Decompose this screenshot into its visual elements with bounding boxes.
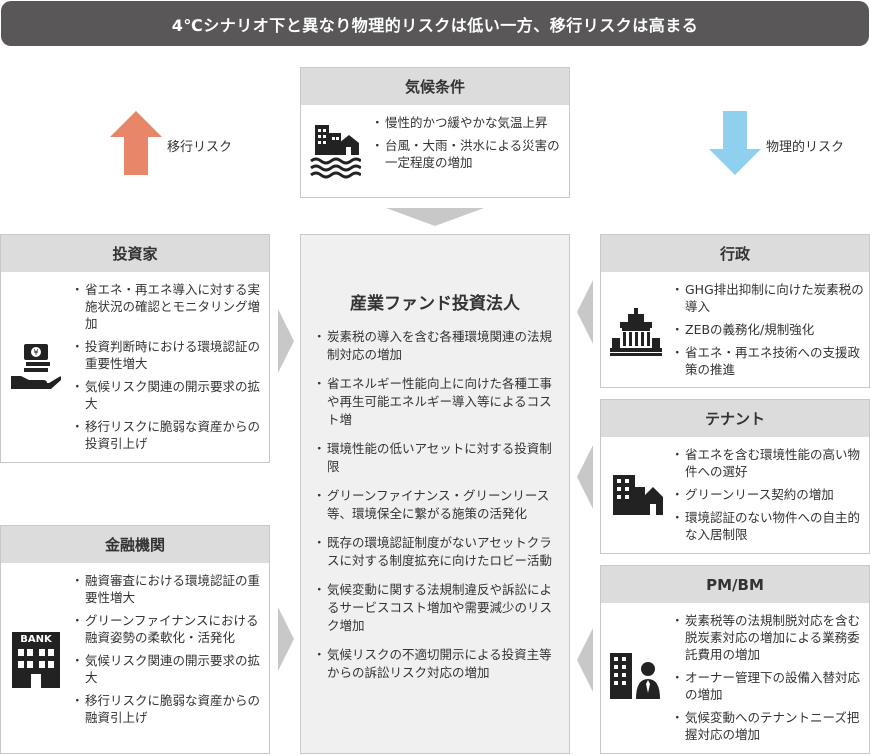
list-item: 省エネ・再エネ導入に対する実施状況の確認とモニタリング増加 [71, 281, 265, 332]
list-item: 環境認証のない物件への自主的な入居制限 [671, 509, 865, 543]
list-item: 省エネ・再エネ技術への支援政策の推進 [671, 344, 865, 378]
money-hand-icon: ¥ [11, 344, 61, 389]
climate-conditions-box: 気候条件 慢性的かつ緩やかな気温上昇 台風・大雨・洪水による災害の一定程度の増加 [300, 67, 570, 198]
pm-bm-box: PM/BM 炭素税等の法規制脱対応を含む脱炭素対応の増加による業務委託費用の増加… [600, 565, 870, 754]
center-entity-list: 炭素税の導入を含む各種環境関連の法規制対応の増加 省エネルギー性能向上に向けた各… [313, 328, 561, 693]
investors-list: 省エネ・再エネ導入に対する実施状況の確認とモニタリング増加 投資判断時における環… [71, 281, 265, 458]
list-item: 炭素税の導入を含む各種環境関連の法規制対応の増加 [313, 328, 561, 364]
right-triangle-connector [278, 607, 294, 671]
list-item: 投資判断時における環境認証の重要性増大 [71, 338, 265, 372]
flooded-building-icon [310, 125, 361, 179]
list-item: 気候変動に関する法規制違反や訴訟によるサービスコスト増加や需要減少のリスク増加 [313, 581, 561, 635]
page-title-banner: 4℃シナリオ下と異なり物理的リスクは低い一方、移行リスクは高まる [1, 1, 869, 46]
center-entity-title: 産業ファンド投資法人 [350, 294, 520, 314]
list-item: 炭素税等の法規制脱対応を含む脱炭素対応の増加による業務委託費用の増加 [671, 612, 865, 663]
list-item: ZEBの義務化/規制強化 [671, 321, 865, 338]
list-item: 移行リスクに脆弱な資産からの融資引上げ [71, 692, 265, 726]
pm-bm-list: 炭素税等の法規制脱対応を含む脱炭素対応の増加による業務委託費用の増加 オーナー管… [671, 612, 865, 749]
list-item: 移行リスクに脆弱な資産からの投資引上げ [71, 418, 265, 452]
list-item: 省エネを含む環境性能の高い物件への選好 [671, 446, 865, 480]
list-item: 慢性的かつ緩やかな気温上昇 [371, 114, 561, 131]
list-item: 省エネルギー性能向上に向けた各種工事や再生可能エネルギー導入等によるコスト増 [313, 375, 561, 429]
list-item: 既存の環境認証制度がないアセットクラスに対する制度拡充に向けたロビー活動 [313, 534, 561, 570]
tenant-box: テナント 省エネを含む環境性能の高い物件への選好 グリーンリース契約の増加 環境… [600, 399, 870, 554]
list-item: 気候リスク関連の開示要求の拡大 [71, 652, 265, 686]
transition-risk-label: 移行リスク [167, 140, 233, 155]
building-manager-icon [610, 653, 660, 699]
list-item: グリーンリース契約の増加 [671, 486, 865, 503]
list-item: 環境性能の低いアセットに対する投資制限 [313, 440, 561, 476]
government-list: GHG排出抑制に向けた炭素税の導入 ZEBの義務化/規制強化 省エネ・再エネ技術… [671, 281, 865, 384]
list-item: 気候リスク関連の開示要求の拡大 [71, 378, 265, 412]
list-item: グリーンファイナンス・グリーンリース等、環境保全に繋がる施策の活発化 [313, 487, 561, 523]
tenant-list: 省エネを含む環境性能の高い物件への選好 グリーンリース契約の増加 環境認証のない… [671, 446, 865, 549]
list-item: GHG排出抑制に向けた炭素税の導入 [671, 281, 865, 315]
transition-risk-arrow-icon [110, 111, 162, 175]
financial-institutions-box: 金融機関 BANK 融資審査における環境認証の重要性増大 グリーンファイナンスに… [0, 525, 270, 754]
tenant-title: テナント [601, 400, 869, 437]
bank-building-icon: BANK [12, 632, 60, 688]
pm-bm-title: PM/BM [601, 566, 869, 603]
list-item: 気候変動へのテナントニーズ把握対応の増加 [671, 709, 865, 743]
government-box: 行政 GHG排出抑制に向けた炭素税の導入 ZEBの義務化/規制強化 省エネ・再エ… [600, 234, 870, 388]
list-item: 融資審査における環境認証の重要性増大 [71, 572, 265, 606]
left-triangle-connector [577, 628, 593, 692]
physical-risk-arrow-icon [709, 111, 761, 175]
investors-box: 投資家 ¥ 省エネ・再エネ導入に対する実施状況の確認とモニタリング増加 投資判断… [0, 234, 270, 463]
left-triangle-connector [577, 280, 593, 344]
list-item: 台風・大雨・洪水による災害の一定程度の増加 [371, 137, 561, 171]
climate-conditions-list: 慢性的かつ緩やかな気温上昇 台風・大雨・洪水による災害の一定程度の増加 [371, 114, 561, 177]
physical-risk-label: 物理的リスク [766, 140, 845, 155]
list-item: オーナー管理下の設備入替対応の増加 [671, 669, 865, 703]
center-entity-box: 産業ファンド投資法人 炭素税の導入を含む各種環境関連の法規制対応の増加 省エネル… [300, 234, 570, 754]
investors-title: 投資家 [1, 235, 269, 272]
financial-institutions-title: 金融機関 [1, 526, 269, 563]
list-item: 気候リスクの不適切開示による投資主等からの訴訟リスク対応の増加 [313, 646, 561, 682]
page-title: 4℃シナリオ下と異なり物理的リスクは低い一方、移行リスクは高まる [171, 15, 699, 35]
government-building-icon [610, 308, 662, 356]
list-item: グリーンファイナンスにおける融資姿勢の柔軟化・活発化 [71, 612, 265, 646]
right-triangle-connector [278, 309, 294, 373]
financial-institutions-list: 融資審査における環境認証の重要性増大 グリーンファイナンスにおける融資姿勢の柔軟… [71, 572, 265, 732]
left-triangle-connector [577, 445, 593, 509]
svg-text:¥: ¥ [33, 348, 38, 357]
bank-icon-text: BANK [20, 634, 52, 645]
government-title: 行政 [601, 235, 869, 272]
down-triangle-connector [386, 208, 484, 226]
buildings-icon [613, 475, 663, 515]
climate-conditions-title: 気候条件 [301, 68, 569, 105]
